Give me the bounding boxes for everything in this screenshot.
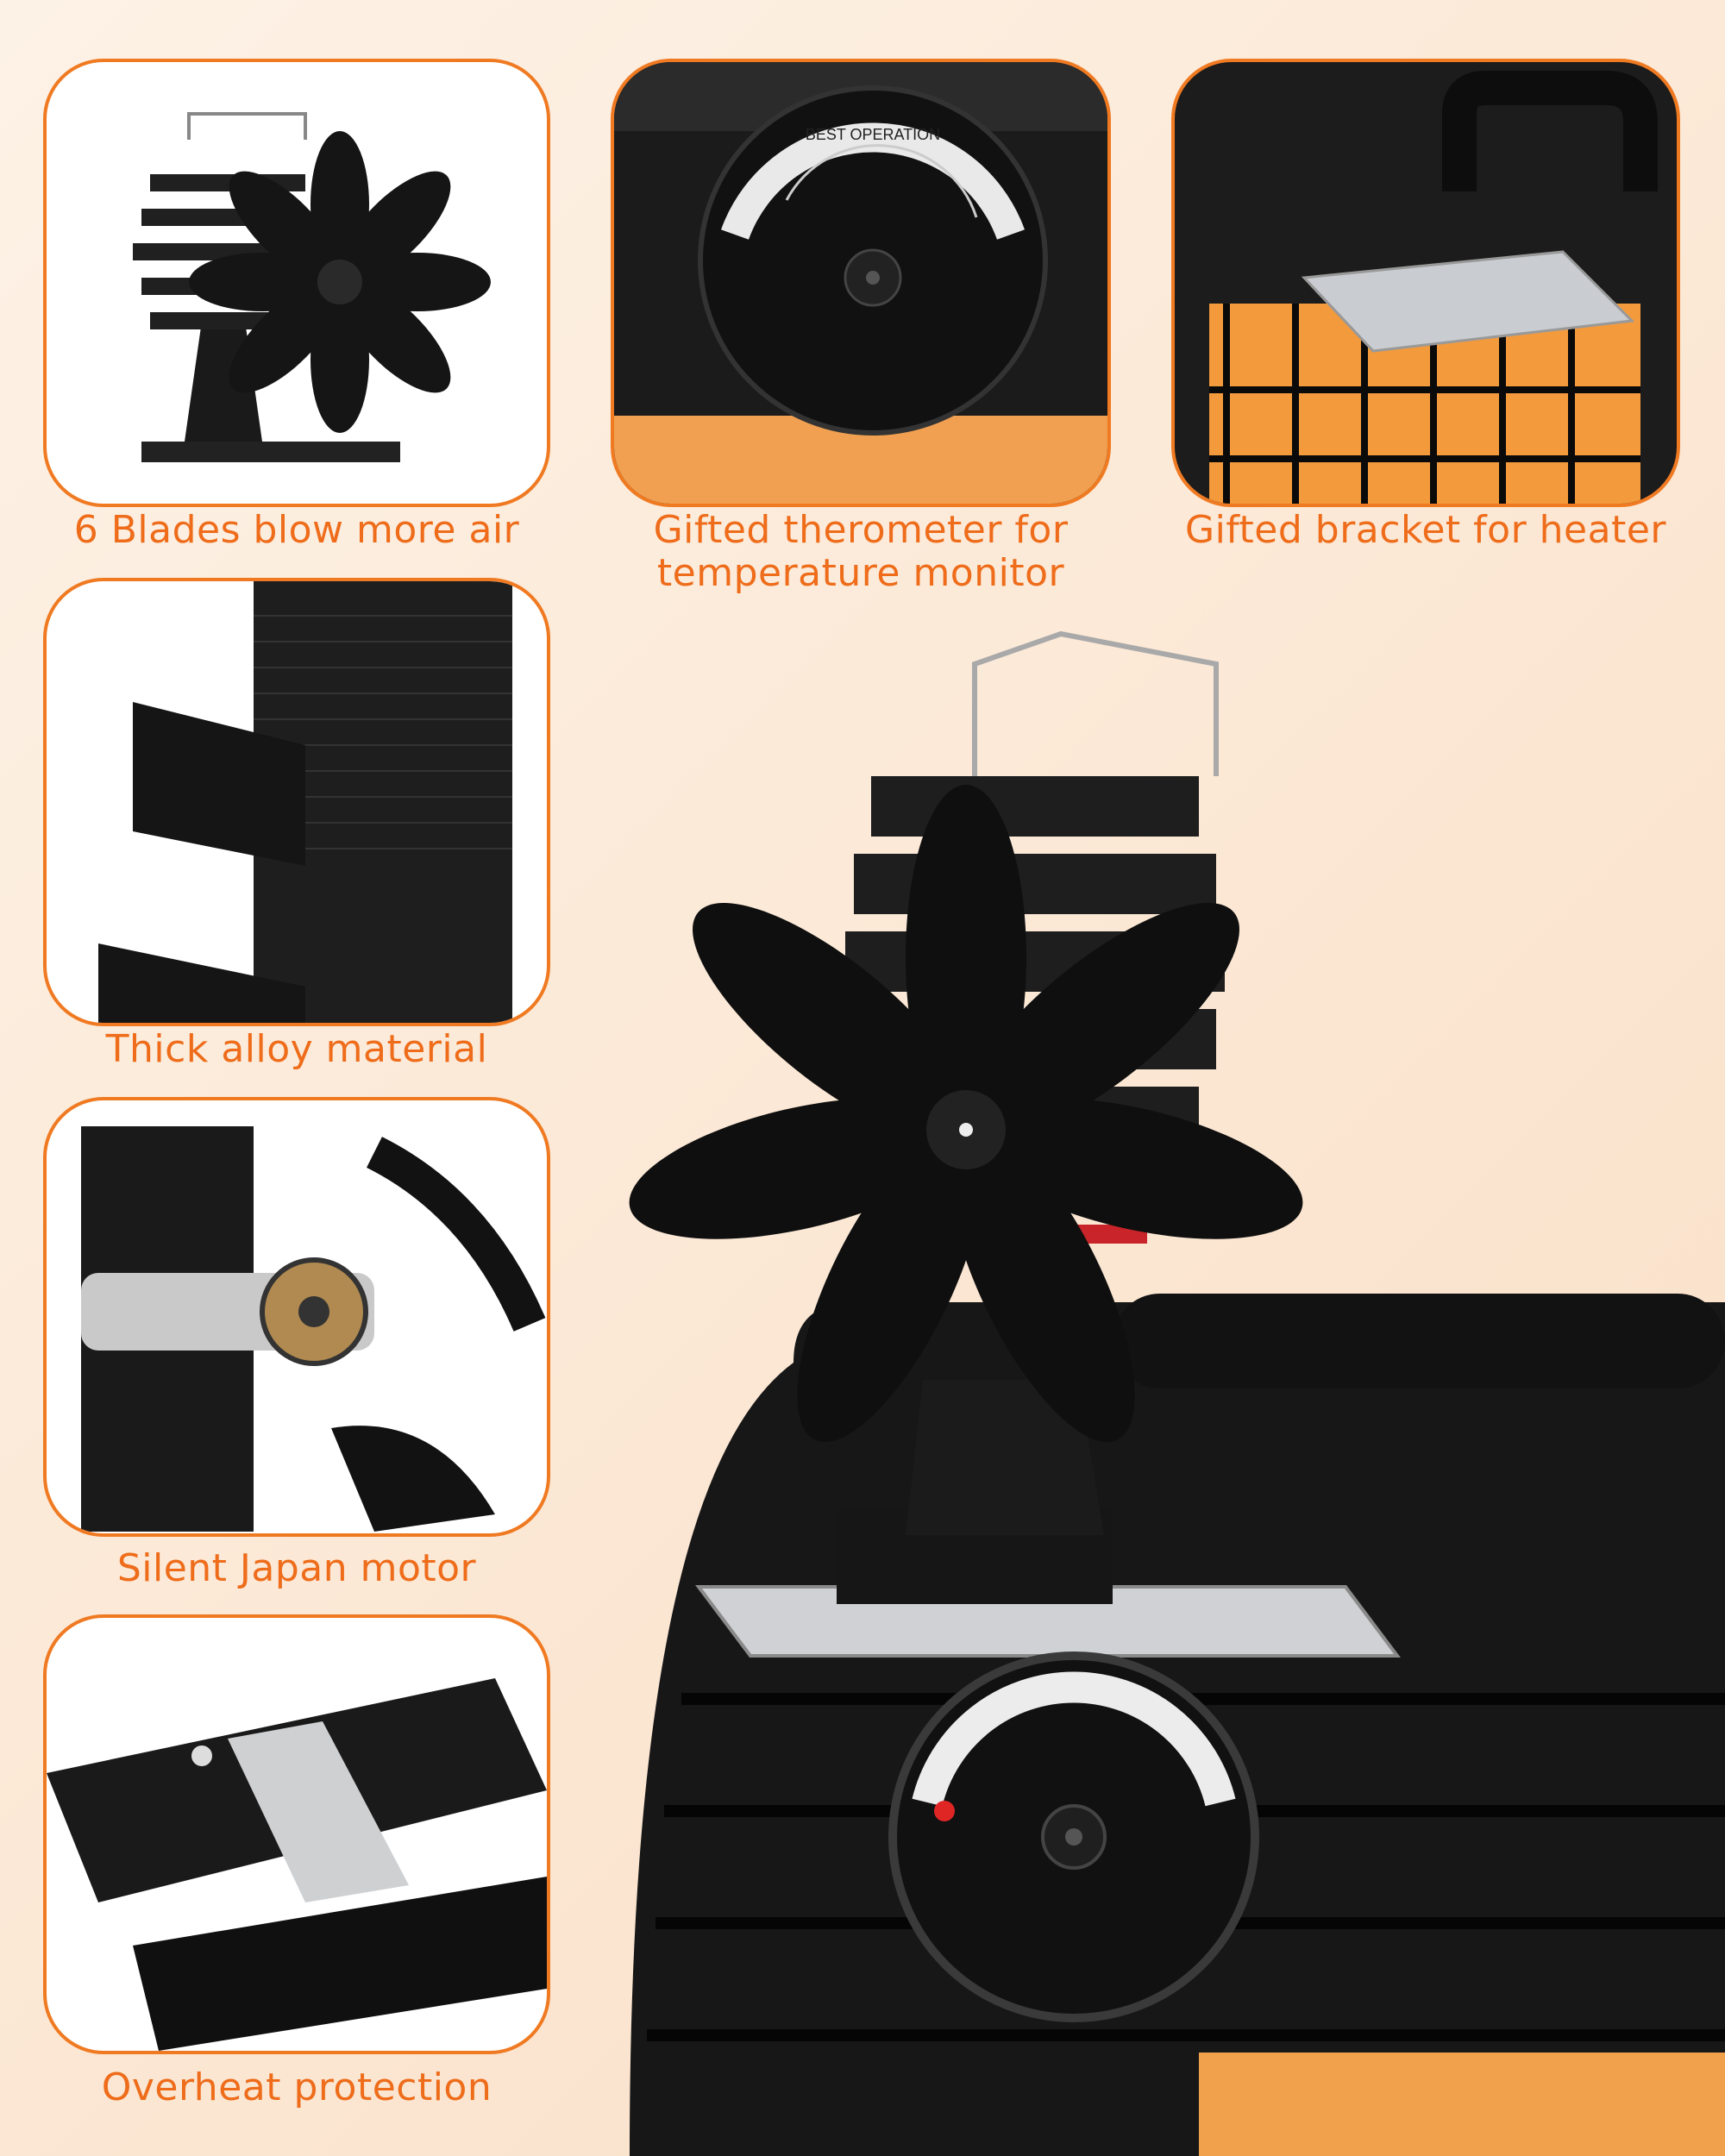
- caption-thermometer-1: Gifted therometer for: [653, 508, 1069, 552]
- hero-illustration: [595, 621, 1725, 2156]
- caption-bracket: Gifted bracket for heater: [1185, 508, 1666, 552]
- panel-blades: [43, 59, 550, 507]
- bracket-icon: [1209, 71, 1658, 504]
- overheat-icon: [47, 1678, 547, 2051]
- caption-alloy: Thick alloy material: [105, 1027, 488, 1071]
- caption-thermometer-2: temperature monitor: [656, 551, 1065, 595]
- thermo-top-label: BEST OPERATION: [806, 126, 940, 143]
- caption-motor: Silent Japan motor: [116, 1546, 477, 1590]
- motor-icon: [81, 1126, 546, 1532]
- panel-alloy: [43, 578, 550, 1026]
- panel-motor: [43, 1097, 550, 1537]
- panel-thermometer: BEST OPERATION: [611, 59, 1111, 507]
- heatsink-icon: [98, 581, 512, 1023]
- caption-blades: 6 Blades blow more air: [73, 508, 520, 552]
- panel-bracket: [1171, 59, 1680, 507]
- thermometer-icon: BEST OPERATION: [614, 62, 1107, 504]
- caption-overheat: Overheat protection: [101, 2065, 492, 2109]
- panel-overheat: [43, 1614, 550, 2054]
- fan-icon: [133, 112, 491, 462]
